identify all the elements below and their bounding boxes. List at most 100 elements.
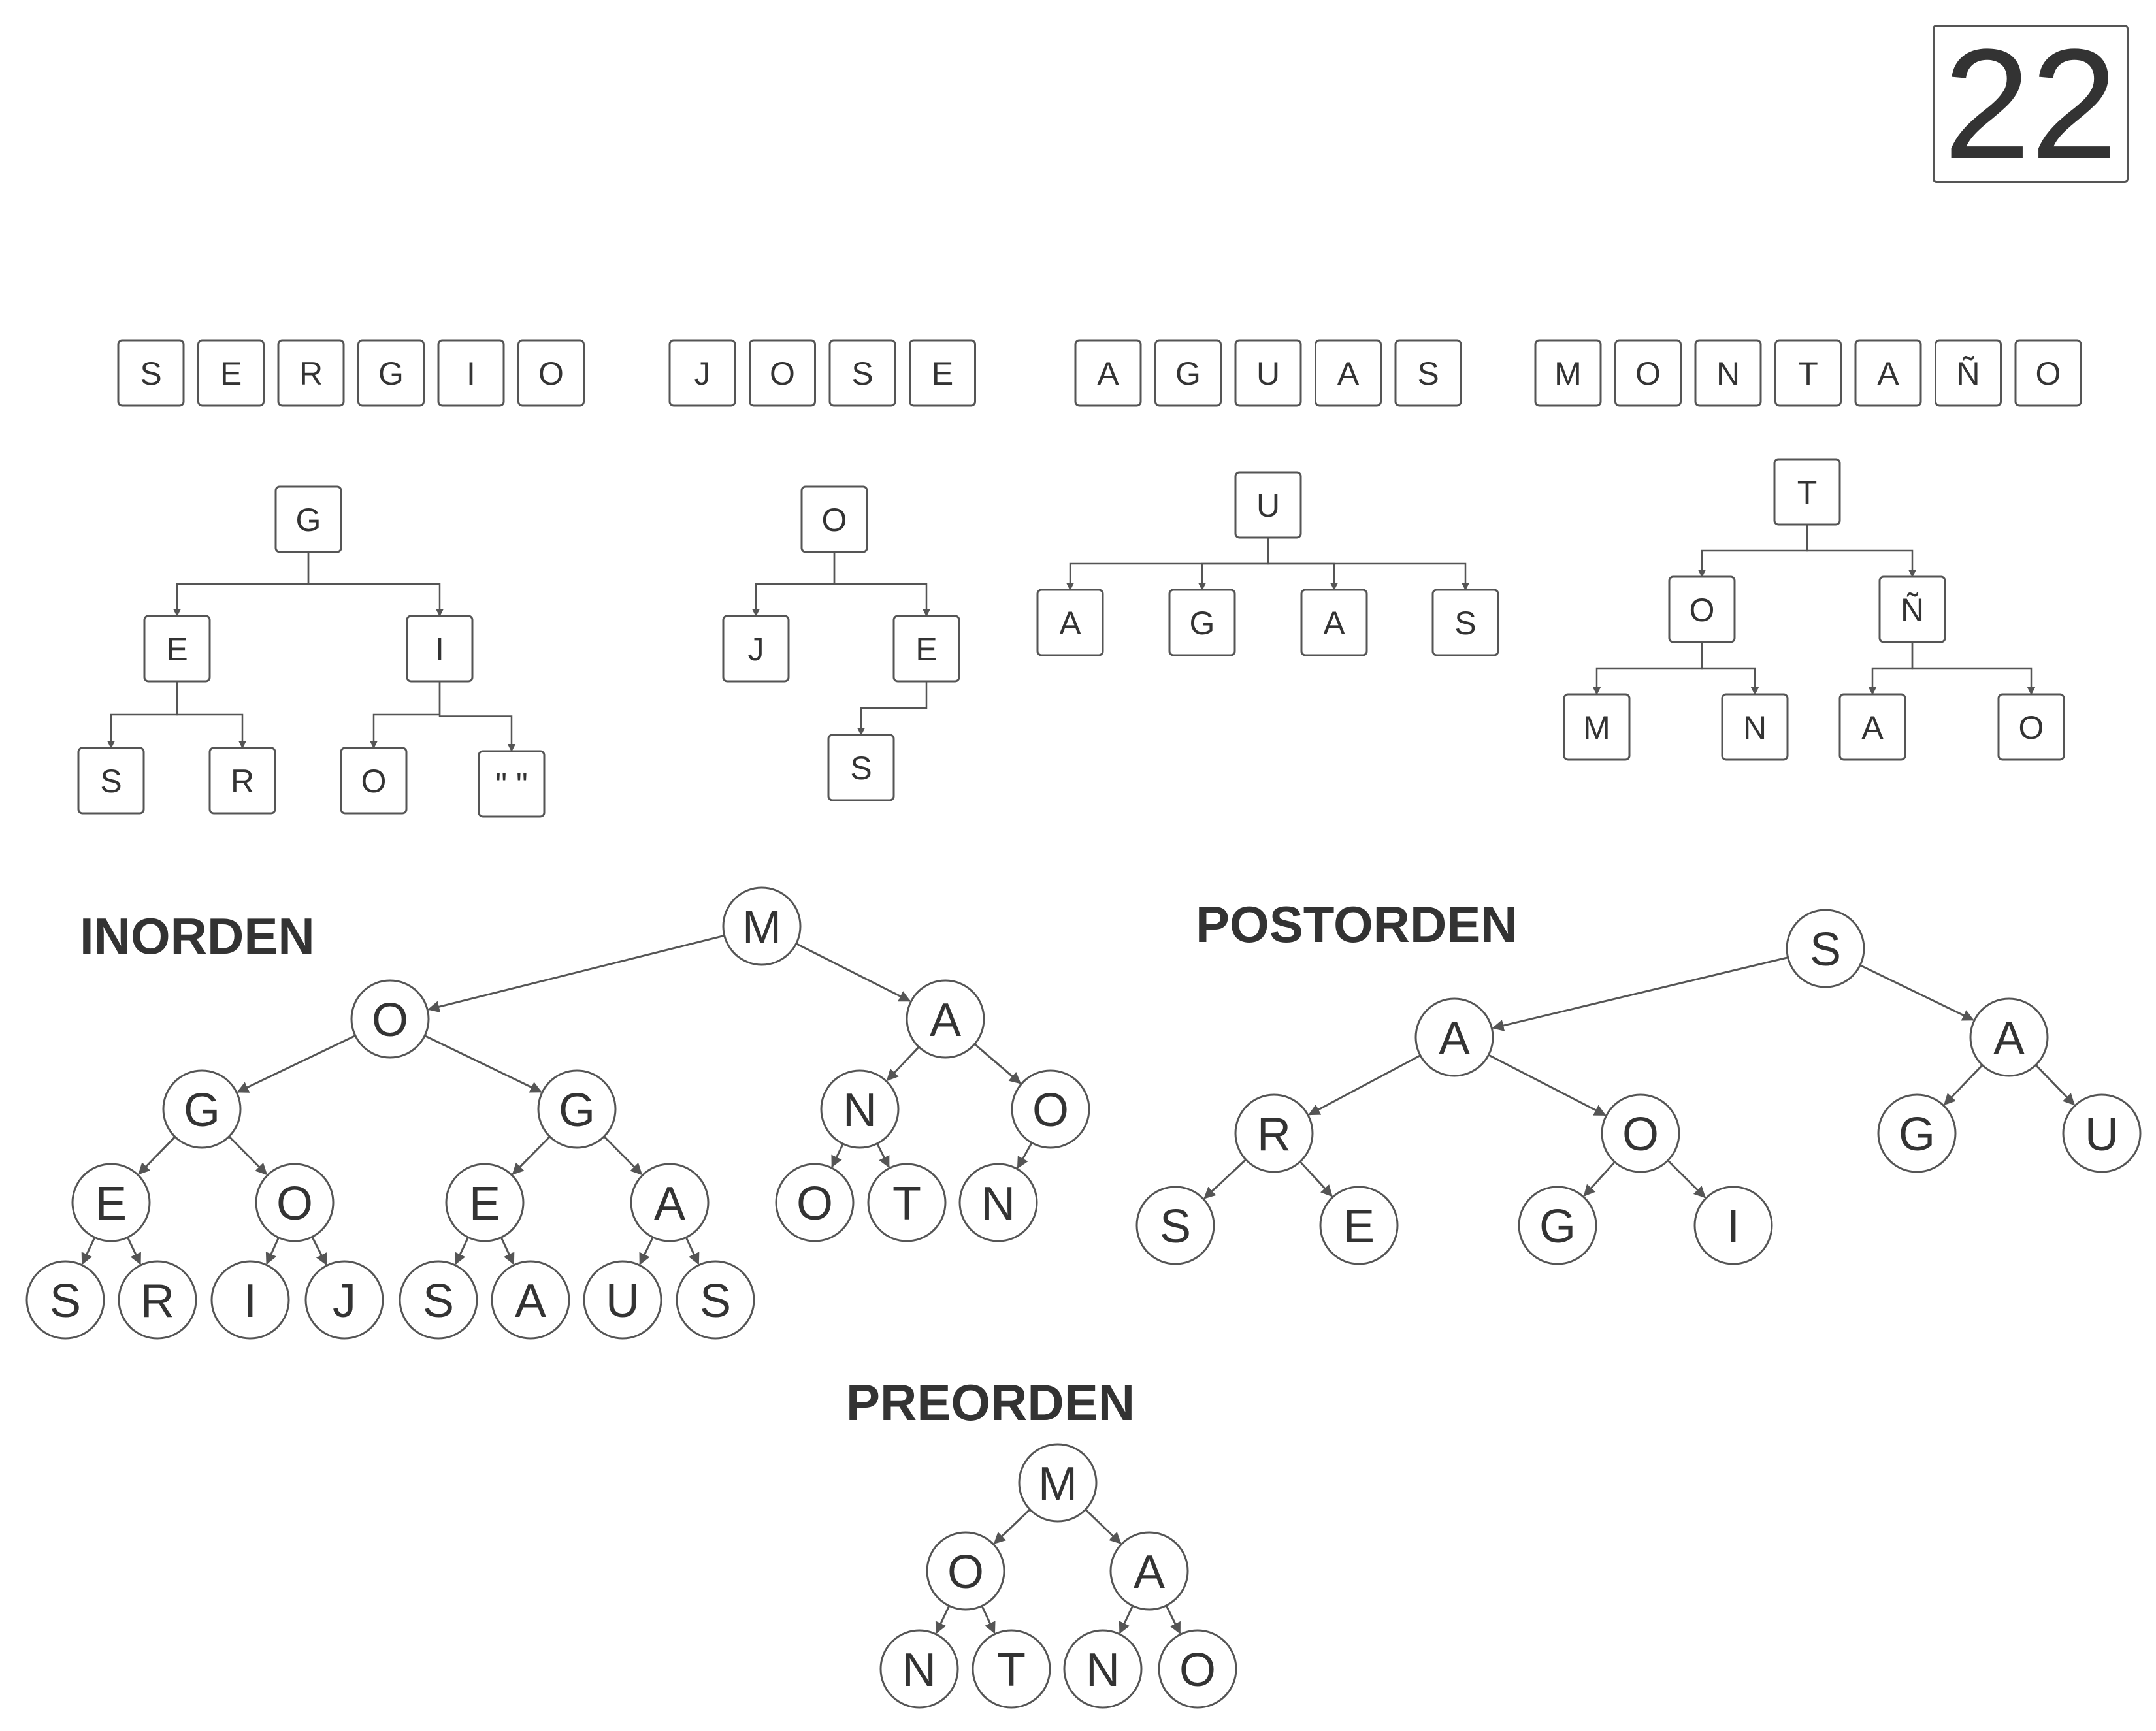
tree-node-label: J bbox=[333, 1275, 356, 1327]
tree-node-label: S bbox=[700, 1275, 731, 1327]
letter-box-box bbox=[357, 339, 425, 407]
tree-node: S bbox=[399, 1260, 478, 1340]
tree-connector bbox=[751, 552, 836, 617]
tree-node-label: G bbox=[559, 1084, 595, 1137]
edges bbox=[1203, 956, 2075, 1199]
tree-edge bbox=[1859, 964, 1974, 1021]
tree-node: N bbox=[958, 1163, 1038, 1242]
tree-edge bbox=[237, 1035, 356, 1093]
tree-node-circle bbox=[162, 1069, 242, 1149]
tree-node-circle bbox=[25, 1260, 105, 1340]
tree-node: J bbox=[722, 615, 790, 683]
letter-box: O bbox=[749, 339, 816, 407]
tree-node: N bbox=[1063, 1629, 1143, 1709]
page-number: 22 bbox=[1943, 16, 2118, 191]
tree-edge bbox=[454, 1237, 469, 1265]
letter-box: M bbox=[1534, 339, 1602, 407]
tree-node-circle bbox=[491, 1260, 570, 1340]
tree-node-label: S bbox=[423, 1275, 454, 1327]
tree-node-label: R bbox=[140, 1275, 174, 1327]
tree-edge bbox=[265, 1237, 280, 1265]
tree-edge bbox=[311, 1236, 327, 1266]
tree-edge bbox=[1119, 1605, 1134, 1634]
letter-box-label: O bbox=[2036, 355, 2061, 392]
letter-box-box bbox=[909, 339, 976, 407]
letter-box: E bbox=[197, 339, 265, 407]
letter-box: R bbox=[277, 339, 345, 407]
tree-node-circle bbox=[1063, 1629, 1143, 1709]
letter-box-box bbox=[668, 339, 736, 407]
tree-node-circle bbox=[630, 1163, 710, 1242]
letter-box: E bbox=[909, 339, 976, 407]
tree-node-circle bbox=[1877, 1093, 1957, 1173]
tree-node-box bbox=[1168, 589, 1236, 656]
letter-box-box bbox=[437, 339, 505, 407]
tree-node-label: G bbox=[1899, 1108, 1935, 1161]
letter-box-box bbox=[1935, 339, 2002, 407]
heading-postorden: POSTORDEN bbox=[1196, 896, 1518, 953]
tree-node-circle bbox=[2062, 1093, 2142, 1173]
tree-node-label: E bbox=[915, 631, 937, 668]
tree-node: O bbox=[1601, 1093, 1680, 1173]
tree-node: O bbox=[800, 485, 868, 553]
tree-node-label: O bbox=[1622, 1108, 1659, 1161]
tree-node: A bbox=[1036, 589, 1104, 656]
tree-node-label: G bbox=[1539, 1201, 1576, 1253]
tree-node-label: A bbox=[1059, 605, 1081, 641]
tree-node-circle bbox=[583, 1260, 662, 1340]
tree-node-circle bbox=[537, 1069, 617, 1149]
tree-node-circle bbox=[1011, 1069, 1090, 1149]
tree-node: E bbox=[71, 1163, 151, 1242]
page-number-box: 22 bbox=[1933, 25, 2129, 183]
tree-connector bbox=[833, 552, 931, 617]
tree-node: A bbox=[491, 1260, 570, 1340]
tree-node-label: U bbox=[1256, 487, 1280, 524]
tree-node-circle bbox=[926, 1531, 1005, 1611]
letter-box: N bbox=[1694, 339, 1762, 407]
letter-box: S bbox=[828, 339, 896, 407]
tree-node-label: O bbox=[947, 1546, 984, 1598]
tree-edge bbox=[138, 1136, 176, 1175]
letter-box-label: M bbox=[1554, 355, 1582, 392]
letter-box-label: A bbox=[1877, 355, 1899, 392]
tree-node-box bbox=[1431, 589, 1499, 656]
letter-box: U bbox=[1234, 339, 1302, 407]
letter-box-label: E bbox=[220, 355, 242, 392]
tree-node: Ñ bbox=[1878, 575, 1946, 643]
letter-box-box bbox=[517, 339, 585, 407]
tree-edge bbox=[81, 1237, 96, 1265]
tree-node-box bbox=[208, 747, 276, 815]
tree-node: T bbox=[972, 1629, 1051, 1709]
letter-box-box bbox=[277, 339, 345, 407]
tree-node-box bbox=[1721, 693, 1789, 761]
tree-node: S bbox=[1786, 909, 1865, 988]
tree-node-box bbox=[722, 615, 790, 683]
tree-node: E bbox=[1319, 1186, 1399, 1265]
tree-node-box bbox=[1563, 693, 1631, 761]
tree-node-label: J bbox=[748, 631, 764, 668]
letter-box-label: S bbox=[140, 355, 161, 392]
letter-box-label: J bbox=[694, 355, 711, 392]
tree-node: E bbox=[143, 615, 211, 683]
tree-edge bbox=[500, 1237, 515, 1265]
tree-node-box bbox=[478, 750, 546, 818]
tree-node-label: G bbox=[1190, 605, 1215, 641]
tree-node-box bbox=[1997, 693, 2065, 761]
tree-node-circle bbox=[1135, 1186, 1215, 1265]
tree-node-box bbox=[1878, 575, 1946, 643]
tree-node: G bbox=[1877, 1093, 1957, 1173]
tree-node-label: A bbox=[930, 994, 961, 1046]
tree-edge bbox=[1667, 1159, 1706, 1199]
tree-node-label: O bbox=[822, 502, 847, 538]
tree-node-label: R bbox=[231, 763, 254, 800]
tree-node: I bbox=[1693, 1186, 1773, 1265]
tree-node-label: A bbox=[1993, 1012, 2025, 1065]
letter-box: G bbox=[357, 339, 425, 407]
letter-box-box bbox=[749, 339, 816, 407]
tree-node: A bbox=[1109, 1531, 1189, 1611]
letter-box-box bbox=[1534, 339, 1602, 407]
tree-edge bbox=[831, 1143, 844, 1168]
